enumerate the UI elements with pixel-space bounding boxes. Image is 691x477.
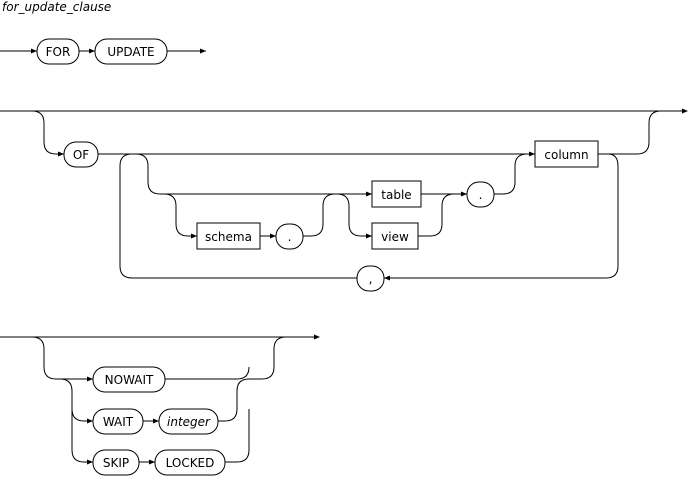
- row-for-update: FOR UPDATE: [0, 38, 206, 65]
- row-of-column: OF column , table schema . view: [0, 108, 688, 292]
- schema-label: schema: [205, 230, 252, 244]
- column-label: column: [544, 148, 588, 162]
- locked-label: LOCKED: [166, 456, 215, 470]
- integer-label: integer: [167, 415, 211, 429]
- update-label: UPDATE: [107, 45, 154, 59]
- view-label: view: [381, 230, 409, 244]
- row-lock-options: NOWAIT WAIT integer SKIP LOCKED: [0, 334, 320, 476]
- nowait-label: NOWAIT: [105, 373, 154, 387]
- for-label: FOR: [46, 45, 71, 59]
- skip-label: SKIP: [103, 456, 129, 470]
- view-box: [371, 222, 419, 250]
- comma-label: ,: [369, 272, 373, 286]
- wait-label: WAIT: [103, 415, 134, 429]
- diagram-title: for_update_clause: [2, 0, 111, 14]
- table-dot-label: .: [479, 188, 483, 202]
- schema-dot-label: .: [288, 230, 292, 244]
- schema-box: [196, 222, 261, 250]
- of-label: OF: [73, 148, 89, 162]
- table-label: table: [381, 188, 411, 202]
